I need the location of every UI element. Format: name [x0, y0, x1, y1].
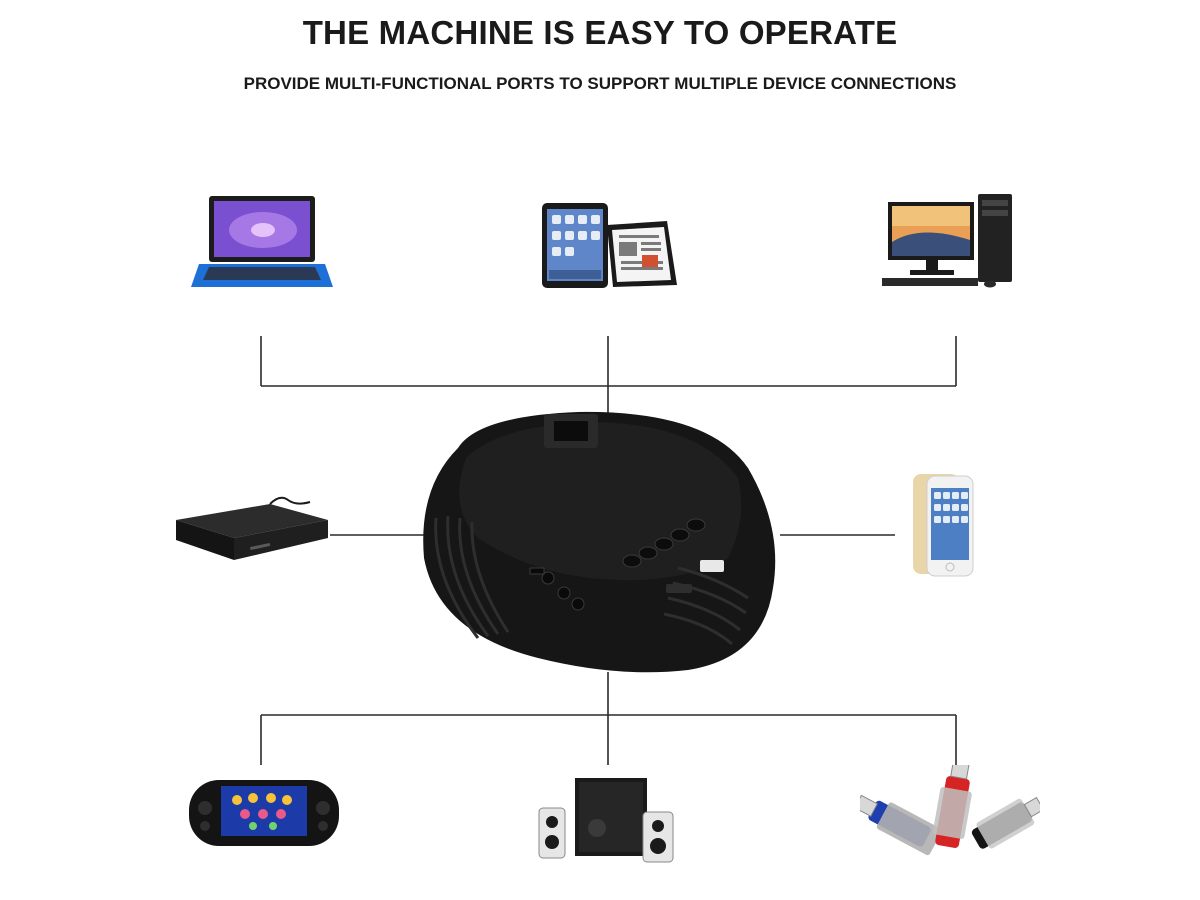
mini-projector-icon	[423, 411, 776, 673]
usb-flash-drive-icon	[860, 765, 1040, 856]
tablet-icon	[542, 203, 677, 288]
handheld-game-console-icon	[189, 780, 339, 846]
page-subtitle: PROVIDE MULTI-FUNCTIONAL PORTS TO SUPPOR…	[243, 74, 957, 93]
page-title: THE MACHINE IS EASY TO OPERATE	[302, 14, 898, 51]
speaker-system-icon	[538, 778, 674, 863]
smartphone-icon	[913, 474, 974, 577]
desktop-computer-icon	[882, 194, 1012, 288]
dvd-player-icon	[176, 496, 328, 560]
laptop-icon	[191, 196, 333, 287]
